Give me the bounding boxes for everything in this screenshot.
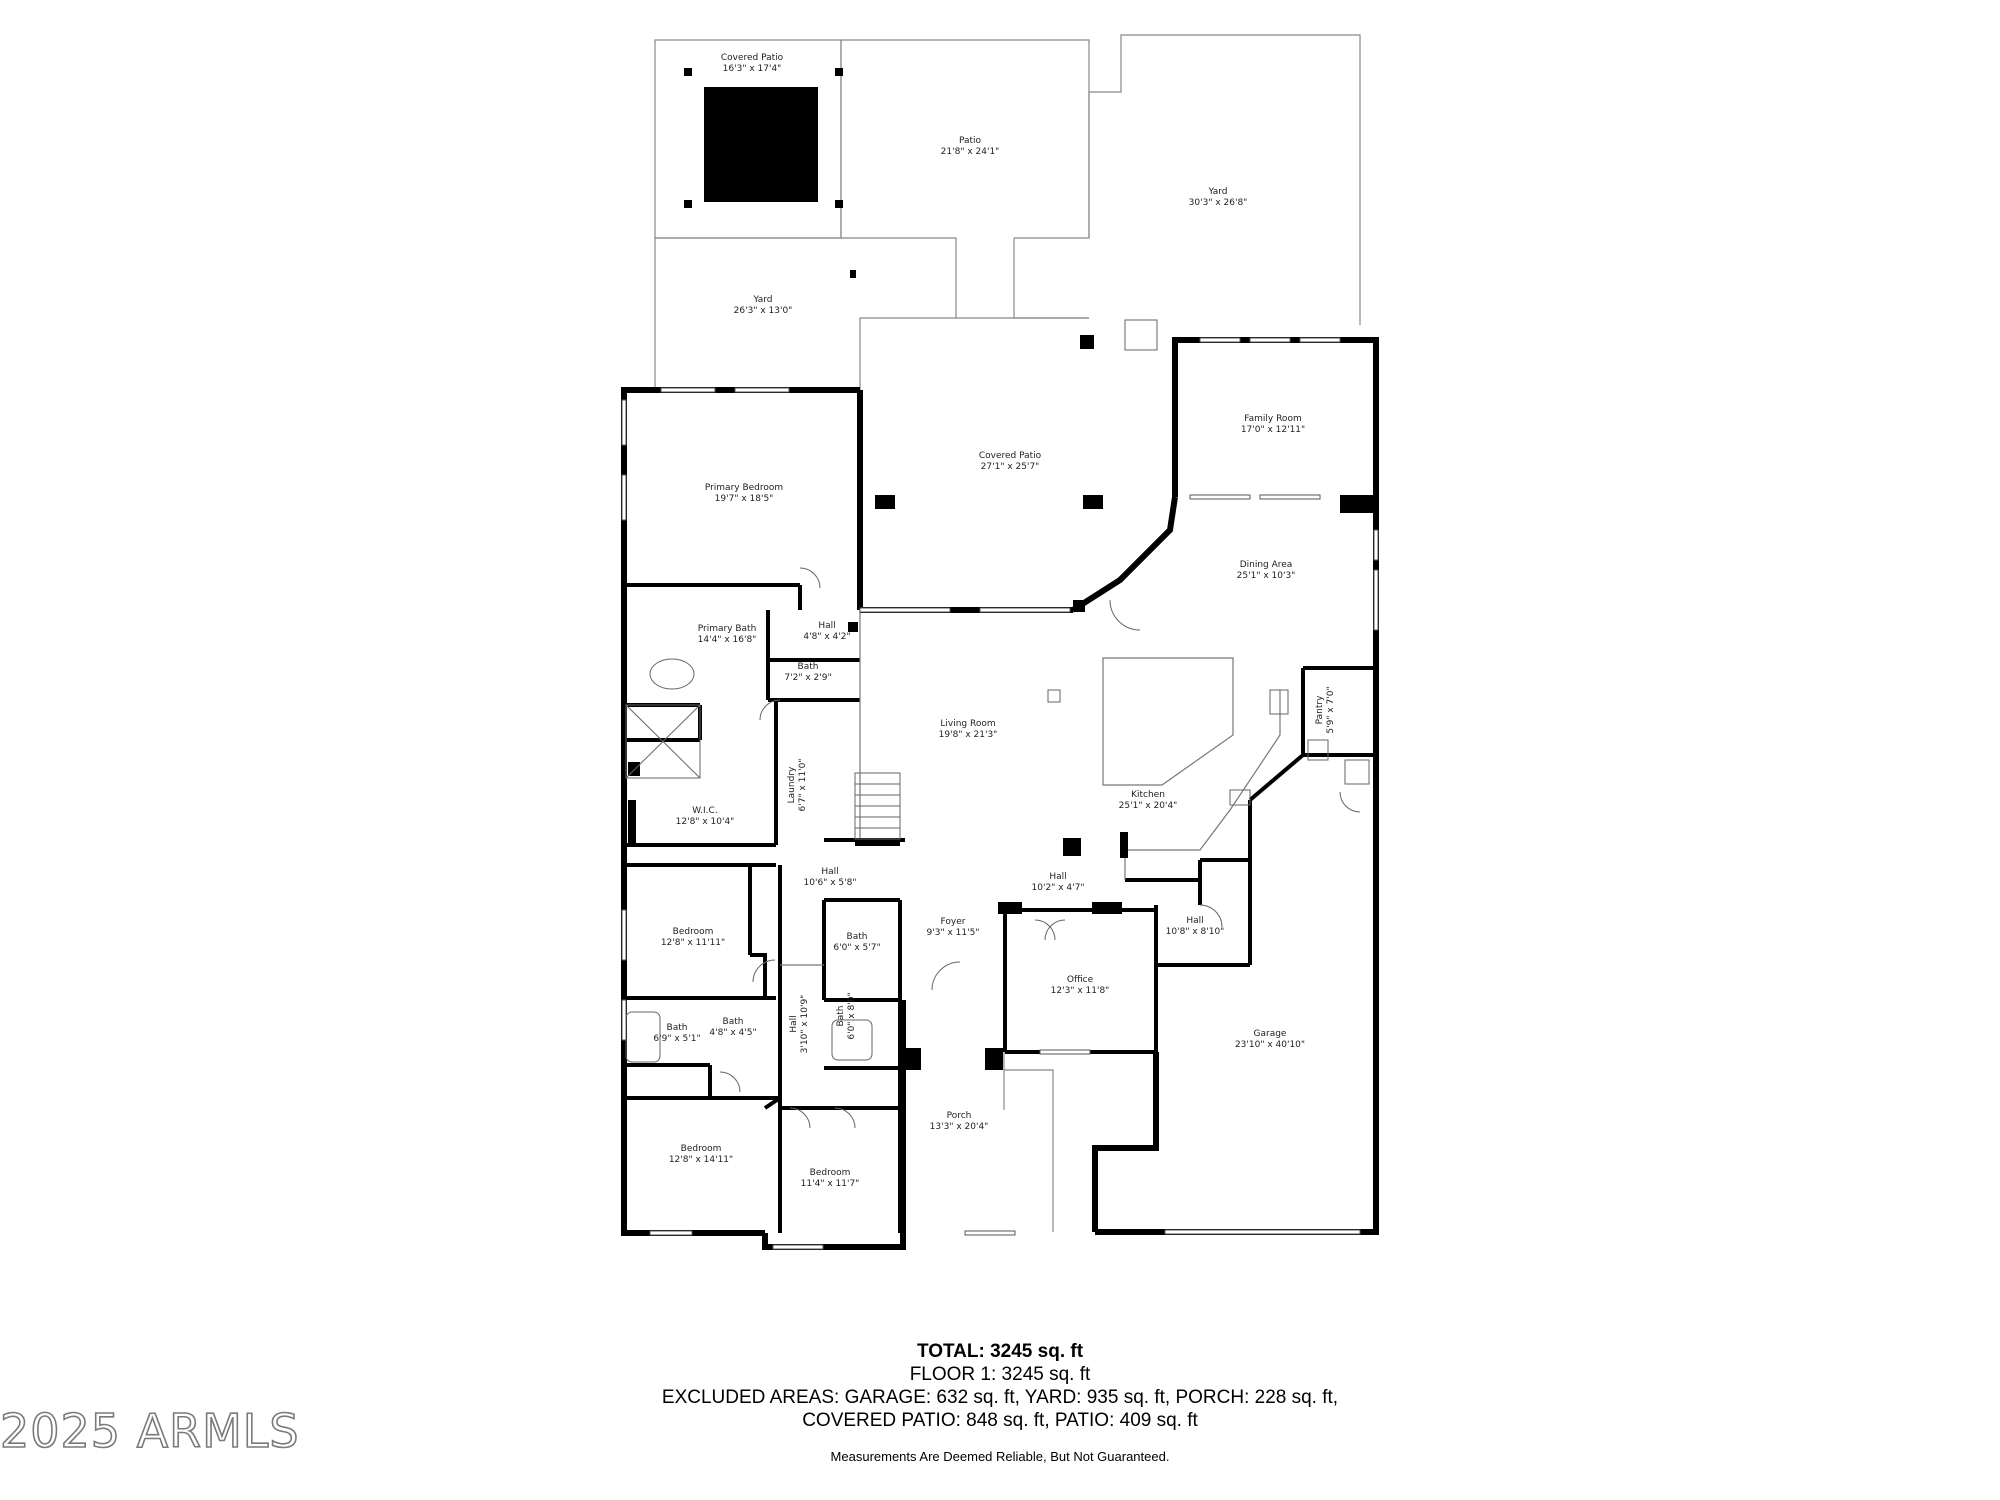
- watermark: 2025 ARMLS: [0, 1403, 300, 1459]
- room-label-hall-5: Hall3'10" x 10'9": [789, 995, 810, 1054]
- excluded-areas-line-1: EXCLUDED AREAS: GARAGE: 632 sq. ft, YARD…: [661, 1387, 1339, 1408]
- fixtures: [625, 319, 1370, 1063]
- floor-area: FLOOR 1: 3245 sq. ft: [909, 1364, 1091, 1385]
- columns: [628, 68, 1376, 1070]
- room-label-bath-5: Bath6'0" x 8'0": [836, 992, 857, 1039]
- windows: [621, 337, 1379, 1250]
- disclaimer: Measurements Are Deemed Reliable, But No…: [830, 1449, 1170, 1464]
- total-area: TOTAL: 3245 sq. ft: [916, 1341, 1084, 1362]
- room-label-laundry: Laundry6'7" x 11'0": [787, 759, 808, 812]
- interior-thin-lines: [780, 610, 1281, 966]
- exterior-outlines: [654, 34, 1361, 1232]
- room-label-wic: W.I.C.12'8" x 10'4": [676, 806, 735, 827]
- excluded-areas-line-2: COVERED PATIO: 848 sq. ft, PATIO: 409 sq…: [802, 1410, 1198, 1431]
- exterior-walls: [621, 337, 1379, 1250]
- room-label-pantry: Pantry5'9" x 7'0": [1315, 686, 1336, 733]
- door-swings: [719, 567, 1361, 1129]
